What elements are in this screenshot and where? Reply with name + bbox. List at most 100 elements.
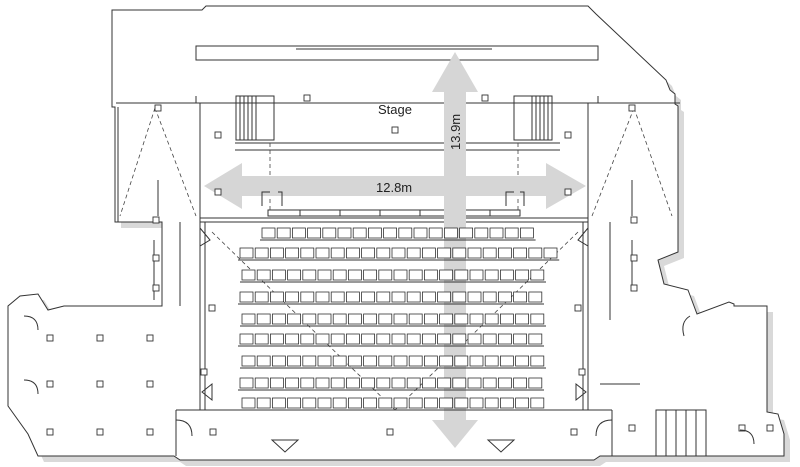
seat — [271, 313, 286, 325]
seat — [391, 377, 406, 389]
column-marker — [628, 424, 636, 432]
seat — [391, 333, 406, 345]
seat — [330, 377, 345, 389]
seat — [254, 333, 269, 345]
seat — [515, 397, 529, 409]
seat — [413, 227, 428, 239]
column-marker — [214, 131, 222, 139]
seat — [285, 291, 300, 303]
seat — [406, 333, 421, 345]
seat — [345, 377, 360, 389]
seat — [271, 355, 286, 367]
seat — [363, 313, 378, 325]
column-marker — [146, 380, 154, 388]
seat — [376, 291, 391, 303]
seat — [269, 291, 284, 303]
seat — [482, 247, 497, 259]
seat — [482, 377, 497, 389]
column-marker — [154, 104, 162, 112]
seat — [497, 247, 512, 259]
seat — [530, 355, 545, 367]
seat — [528, 333, 543, 345]
seat — [271, 397, 286, 409]
seat — [439, 355, 454, 367]
column-marker — [46, 380, 54, 388]
seat — [241, 397, 256, 409]
seat — [300, 377, 315, 389]
seat — [302, 269, 317, 281]
seat — [515, 355, 529, 367]
seat — [513, 291, 527, 303]
depth-label: 13.9m — [448, 114, 463, 150]
seat — [239, 291, 254, 303]
seat — [428, 227, 443, 239]
seat — [439, 313, 454, 325]
seat — [530, 397, 545, 409]
seat — [439, 397, 454, 409]
column-marker — [152, 216, 160, 224]
seat — [513, 247, 527, 259]
back-wall — [116, 45, 680, 104]
seat — [241, 269, 256, 281]
seat — [345, 333, 360, 345]
seat — [269, 333, 284, 345]
seat — [421, 247, 436, 259]
column-marker — [96, 428, 104, 436]
seat — [393, 397, 408, 409]
column-marker — [146, 428, 154, 436]
column-marker — [738, 424, 746, 432]
seat — [261, 227, 276, 239]
column-marker — [578, 368, 586, 376]
column-marker — [564, 188, 572, 196]
seat — [285, 247, 300, 259]
column-marker — [570, 428, 578, 436]
seat — [484, 355, 499, 367]
columns — [46, 94, 774, 436]
seat — [315, 247, 330, 259]
seat — [467, 377, 482, 389]
seat — [361, 291, 376, 303]
seat — [254, 247, 269, 259]
seat — [332, 313, 347, 325]
seat — [363, 397, 378, 409]
seat — [452, 247, 467, 259]
seat — [452, 291, 467, 303]
seat — [345, 247, 360, 259]
seat — [393, 355, 408, 367]
seat — [469, 355, 484, 367]
seat — [315, 377, 330, 389]
seat — [378, 269, 393, 281]
seat — [302, 355, 317, 367]
seat — [469, 269, 484, 281]
seat — [484, 313, 499, 325]
seat — [330, 247, 345, 259]
column-marker — [146, 334, 154, 342]
seat — [459, 227, 474, 239]
seat — [406, 377, 421, 389]
stairs-left — [235, 95, 275, 141]
stage-area — [200, 142, 588, 223]
seat — [271, 269, 286, 281]
seat — [241, 355, 256, 367]
column-marker — [630, 284, 638, 292]
width-arrow — [204, 163, 586, 209]
seat — [376, 333, 391, 345]
seat — [515, 313, 529, 325]
seat — [421, 333, 436, 345]
seat — [347, 397, 362, 409]
seat — [452, 377, 467, 389]
stage-label: Stage — [378, 102, 412, 117]
seat — [482, 333, 497, 345]
doors — [23, 226, 755, 453]
seat — [423, 397, 438, 409]
seat — [256, 313, 271, 325]
audience-seating — [238, 227, 560, 411]
seat — [256, 269, 271, 281]
seat — [285, 377, 300, 389]
seat — [347, 355, 362, 367]
seat — [378, 397, 393, 409]
seat — [337, 227, 352, 239]
column-marker — [766, 424, 774, 432]
seat — [469, 313, 484, 325]
